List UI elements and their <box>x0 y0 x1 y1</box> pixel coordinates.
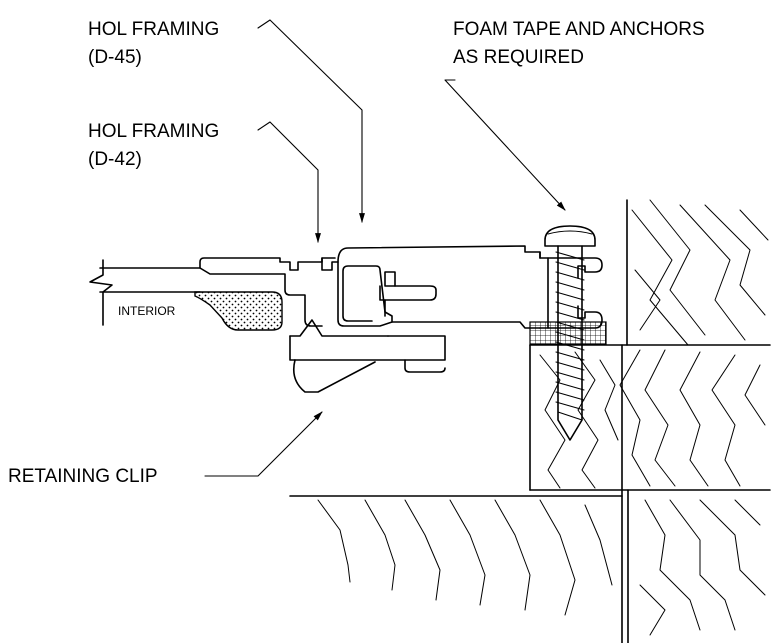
label-retaining-clip: RETAINING CLIP <box>8 466 158 487</box>
label-foam-line2: AS REQUIRED <box>453 47 584 68</box>
wood-substrate <box>289 199 771 643</box>
leader-foam <box>444 79 566 211</box>
leader-clip <box>204 411 323 477</box>
sealant-bead <box>194 291 283 331</box>
leader-d45 <box>257 19 365 223</box>
framing-d45 <box>321 245 541 329</box>
label-hol-d45-line1: HOL FRAMING <box>88 19 219 40</box>
leader-d42 <box>257 121 321 243</box>
label-interior: INTERIOR <box>118 304 176 318</box>
label-hol-d42-line2: (D-42) <box>88 149 142 170</box>
retaining-clip <box>289 319 446 393</box>
label-hol-d45-line2: (D-45) <box>88 47 142 68</box>
label-hol-d42-line1: HOL FRAMING <box>88 121 219 142</box>
label-foam-line1: FOAM TAPE AND ANCHORS <box>453 19 705 40</box>
foam-tape <box>529 321 607 345</box>
anchor-screw <box>544 225 596 441</box>
interior-wall <box>89 259 201 326</box>
